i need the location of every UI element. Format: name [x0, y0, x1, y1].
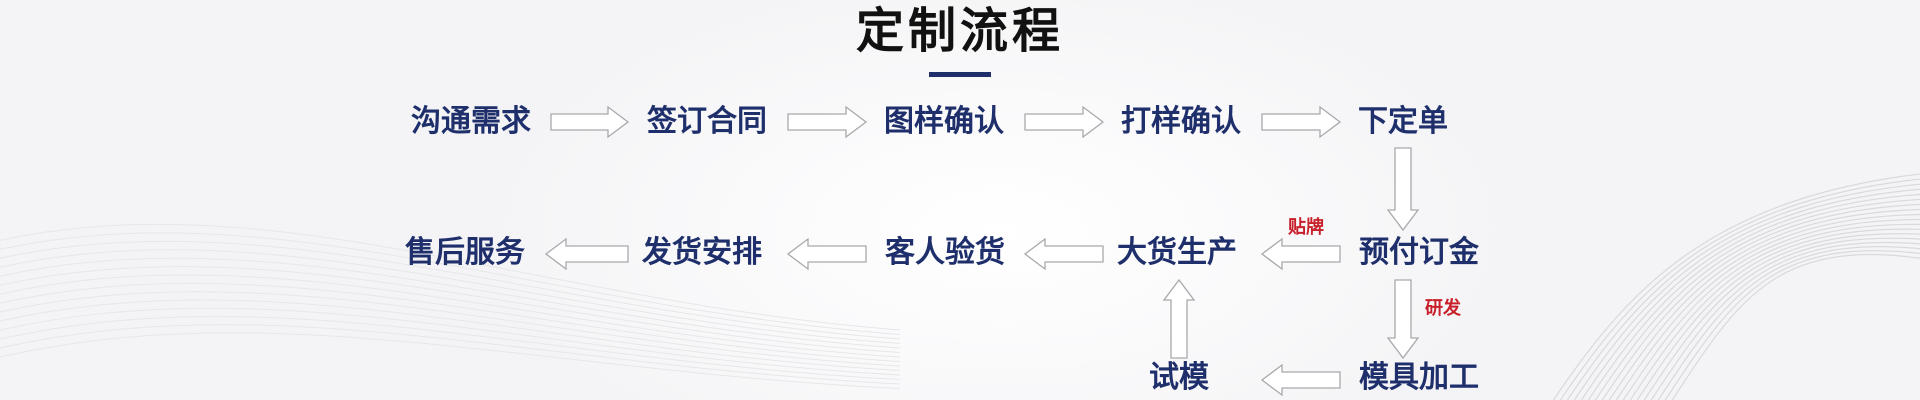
- background-wave-line: [1615, 218, 1920, 400]
- step-shipping: 发货安排: [642, 235, 762, 270]
- background-wave-line: [0, 240, 901, 340]
- arrow-left-icon: [1023, 237, 1104, 271]
- background-wave-line: [0, 266, 901, 353]
- rnd-label: 研发: [1425, 298, 1461, 319]
- arrow-left-icon: [786, 237, 867, 271]
- step-mass-production: 大货生产: [1117, 235, 1237, 270]
- step-trial-mold: 试模: [1149, 360, 1209, 395]
- step-communicate-needs: 沟通需求: [411, 104, 531, 139]
- background-wave-line: [0, 223, 901, 331]
- background-wave-line: [1657, 246, 1920, 400]
- arrow-down-icon: [1386, 147, 1420, 232]
- arrow-down-icon: [1386, 279, 1420, 360]
- step-place-order: 下定单: [1358, 104, 1448, 139]
- arrow-left-icon: [1260, 237, 1341, 271]
- step-sample-confirm: 打样确认: [1121, 104, 1241, 139]
- background-wave-line: [0, 299, 901, 371]
- background-wave-line: [1608, 213, 1920, 400]
- background-wave-line: [1601, 208, 1920, 400]
- background-wave-line: [0, 282, 901, 362]
- arrow-left-icon: [544, 237, 629, 271]
- arrow-right-icon: [1261, 105, 1342, 139]
- background-wave-line: [1622, 223, 1920, 400]
- step-mold-processing: 模具加工: [1359, 360, 1479, 395]
- background-wave-line: [0, 291, 901, 367]
- background-wave-line: [0, 332, 901, 389]
- arrow-up-icon: [1162, 278, 1196, 359]
- arrow-right-icon: [550, 105, 630, 139]
- background-wave-line: [1636, 233, 1920, 400]
- background-wave-line: [0, 274, 901, 358]
- background-wave-line: [1580, 193, 1920, 400]
- title-underline: [929, 72, 991, 77]
- step-after-sales: 售后服务: [405, 235, 525, 270]
- background-wave-line: [0, 324, 901, 385]
- background-wave-line: [1559, 178, 1920, 400]
- page-title: 定制流程: [855, 3, 1064, 59]
- background-wave-line: [1566, 183, 1920, 400]
- background-wave-line: [0, 249, 901, 344]
- background-wave-line: [1594, 203, 1920, 400]
- background-wave-line: [0, 316, 901, 380]
- arrow-right-icon: [787, 105, 868, 139]
- background-wave-line: [1552, 173, 1920, 400]
- step-sign-contract: 签订合同: [647, 104, 767, 139]
- background-wave-line: [0, 257, 901, 349]
- background-wave-line: [1629, 228, 1920, 400]
- background-wave-line: [0, 307, 901, 376]
- background-wave-line: [1587, 198, 1920, 400]
- arrow-left-icon: [1260, 363, 1341, 397]
- background-wave-line: [1643, 237, 1920, 400]
- branding-label: 贴牌: [1288, 217, 1324, 238]
- background-wave-line: [1573, 188, 1920, 400]
- step-customer-inspection: 客人验货: [885, 235, 1005, 270]
- step-drawing-confirm: 图样确认: [884, 104, 1004, 139]
- background-wave-line: [1664, 250, 1920, 400]
- background-wave-line: [1650, 241, 1920, 400]
- arrow-right-icon: [1024, 105, 1105, 139]
- background-wave-line: [1671, 253, 1920, 400]
- step-pay-deposit: 预付订金: [1359, 235, 1479, 270]
- background-wave-line: [0, 232, 901, 335]
